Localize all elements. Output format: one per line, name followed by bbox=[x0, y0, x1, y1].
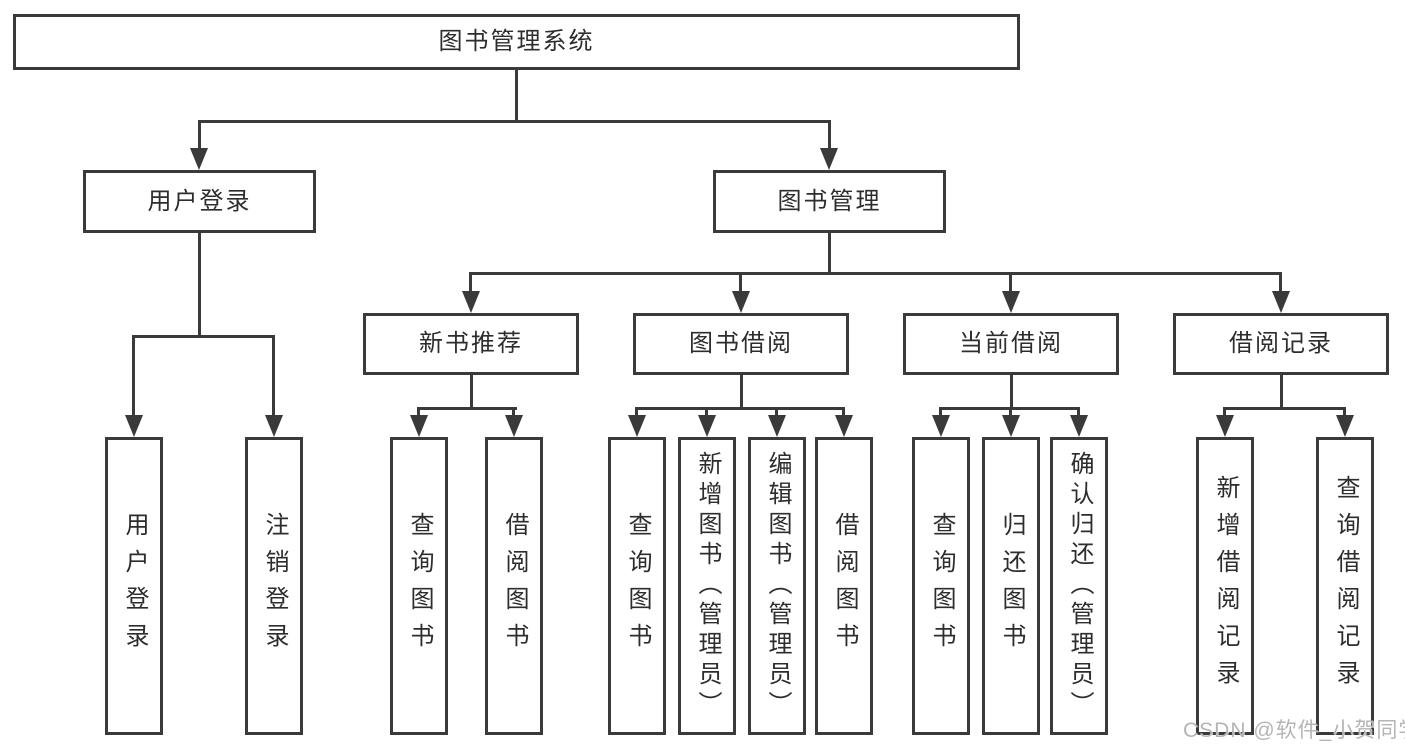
connector-line bbox=[1343, 407, 1346, 417]
connector-line bbox=[740, 375, 743, 410]
leaf-add-book-admin-label: 新增图书（管理员） bbox=[694, 451, 721, 721]
leaf-query-books-borrow-label: 查询图书 bbox=[624, 512, 651, 660]
node-new-book-recommend: 新书推荐 bbox=[363, 313, 579, 375]
connector-line bbox=[1009, 272, 1012, 292]
connector-line bbox=[1280, 375, 1283, 410]
leaf-user-login-label: 用户登录 bbox=[121, 512, 148, 660]
node-system-root: 图书管理系统 bbox=[13, 14, 1020, 70]
node-book-management: 图书管理 bbox=[713, 170, 946, 233]
arrow-down-icon bbox=[125, 415, 143, 437]
arrow-down-icon bbox=[505, 415, 523, 437]
connector-line bbox=[635, 407, 638, 417]
arrow-down-icon bbox=[628, 415, 646, 437]
arrow-down-icon bbox=[190, 148, 208, 170]
connector-line bbox=[272, 335, 275, 415]
connector-line bbox=[705, 407, 708, 417]
connector-line bbox=[828, 120, 831, 148]
connector-line bbox=[512, 407, 515, 417]
connector-line bbox=[1010, 375, 1013, 410]
arrow-down-icon bbox=[1272, 291, 1290, 313]
node-borrow-records-label: 借阅记录 bbox=[1229, 330, 1333, 357]
arrow-down-icon bbox=[410, 415, 428, 437]
node-system-root-label: 图书管理系统 bbox=[438, 28, 595, 55]
connector-line bbox=[417, 407, 420, 417]
connector-line bbox=[198, 120, 831, 123]
connector-line bbox=[1223, 407, 1226, 417]
connector-line bbox=[1279, 272, 1282, 292]
connector-line bbox=[198, 233, 201, 335]
connector-line bbox=[132, 335, 135, 415]
node-book-management-label: 图书管理 bbox=[777, 187, 882, 215]
arrow-down-icon bbox=[835, 415, 853, 437]
leaf-query-borrow-record: 查询借阅记录 bbox=[1316, 437, 1374, 735]
connector-line bbox=[515, 70, 518, 123]
connector-line bbox=[739, 272, 742, 292]
arrow-down-icon bbox=[698, 415, 716, 437]
arrow-down-icon bbox=[265, 415, 283, 437]
node-book-borrow: 图书借阅 bbox=[633, 313, 849, 375]
leaf-query-books-borrow: 查询图书 bbox=[608, 437, 666, 735]
leaf-query-books-recommend-label: 查询图书 bbox=[406, 512, 433, 660]
leaf-confirm-return-admin-label: 确认归还（管理员） bbox=[1066, 451, 1093, 721]
arrow-down-icon bbox=[1070, 415, 1088, 437]
leaf-edit-book-admin-label: 编辑图书（管理员） bbox=[764, 451, 791, 721]
leaf-add-borrow-record-label: 新增借阅记录 bbox=[1212, 475, 1239, 697]
connector-line bbox=[469, 272, 472, 292]
connector-line bbox=[842, 407, 845, 417]
node-new-book-recommend-label: 新书推荐 bbox=[419, 330, 523, 357]
leaf-logout-label: 注销登录 bbox=[261, 512, 288, 660]
connector-line bbox=[1223, 407, 1346, 410]
leaf-edit-book-admin: 编辑图书（管理员） bbox=[748, 437, 806, 735]
connector-line bbox=[775, 407, 778, 417]
arrow-down-icon bbox=[1336, 415, 1354, 437]
leaf-return-book: 归还图书 bbox=[982, 437, 1040, 735]
connector-line bbox=[635, 407, 845, 410]
node-user-login: 用户登录 bbox=[83, 170, 316, 233]
node-book-borrow-label: 图书借阅 bbox=[689, 330, 793, 357]
connector-line bbox=[828, 233, 831, 275]
leaf-return-book-label: 归还图书 bbox=[998, 512, 1025, 660]
arrow-down-icon bbox=[932, 415, 950, 437]
arrow-down-icon bbox=[1002, 415, 1020, 437]
node-user-login-label: 用户登录 bbox=[147, 187, 252, 215]
leaf-borrow-books: 借阅图书 bbox=[815, 437, 873, 735]
connector-line bbox=[132, 335, 275, 338]
leaf-query-borrow-record-label: 查询借阅记录 bbox=[1332, 475, 1359, 697]
node-current-borrow: 当前借阅 bbox=[903, 313, 1119, 375]
connector-line bbox=[1009, 407, 1012, 417]
arrow-down-icon bbox=[1216, 415, 1234, 437]
leaf-query-books-current-label: 查询图书 bbox=[928, 512, 955, 660]
leaf-borrow-books-label: 借阅图书 bbox=[831, 512, 858, 660]
connector-line bbox=[198, 120, 201, 148]
leaf-add-book-admin: 新增图书（管理员） bbox=[678, 437, 736, 735]
leaf-query-books-current: 查询图书 bbox=[912, 437, 970, 735]
leaf-borrow-books-recommend: 借阅图书 bbox=[485, 437, 543, 735]
arrow-down-icon bbox=[732, 291, 750, 313]
connector-line bbox=[417, 407, 517, 410]
connector-line bbox=[1077, 407, 1080, 417]
connector-line bbox=[939, 407, 942, 417]
csdn-watermark: CSDN @软件_小贺同学 bbox=[1183, 719, 1405, 742]
arrow-down-icon bbox=[1002, 291, 1020, 313]
leaf-borrow-books-recommend-label: 借阅图书 bbox=[501, 512, 528, 660]
node-borrow-records: 借阅记录 bbox=[1173, 313, 1389, 375]
arrow-down-icon bbox=[768, 415, 786, 437]
connector-line bbox=[469, 272, 1282, 275]
leaf-user-login: 用户登录 bbox=[105, 437, 163, 735]
leaf-query-books-recommend: 查询图书 bbox=[390, 437, 448, 735]
leaf-add-borrow-record: 新增借阅记录 bbox=[1196, 437, 1254, 735]
leaf-confirm-return-admin: 确认归还（管理员） bbox=[1050, 437, 1108, 735]
arrow-down-icon bbox=[820, 148, 838, 170]
node-current-borrow-label: 当前借阅 bbox=[959, 330, 1063, 357]
connector-line bbox=[470, 375, 473, 410]
arrow-down-icon bbox=[462, 291, 480, 313]
leaf-logout: 注销登录 bbox=[245, 437, 303, 735]
